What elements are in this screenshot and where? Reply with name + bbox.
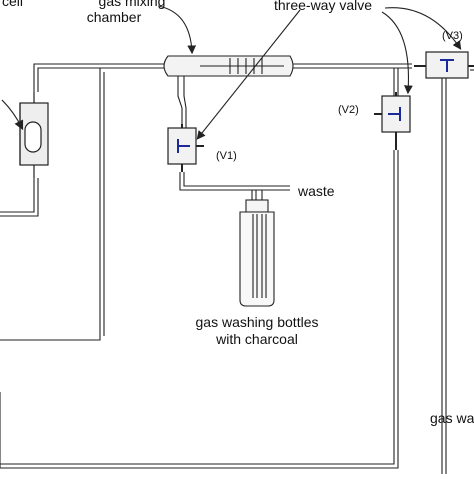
waste-lines: [179, 172, 290, 200]
valve-v3: [414, 51, 474, 79]
gas-mixing-chamber-label-line1: gas mixing: [98, 0, 166, 9]
gas-washing-bottle: [239, 199, 275, 307]
cell-unit: [1, 92, 49, 178]
gas-washing-label-line1: gas washing bottles: [195, 314, 319, 330]
valve-v3-label: (V3): [442, 30, 463, 42]
valve-v1-label: (V1): [216, 150, 237, 162]
cell-label: cell: [2, 0, 24, 9]
valve-v2: [374, 92, 411, 150]
gas-washing-label-line2: with charcoal: [216, 331, 298, 347]
gas-mixing-chamber: [163, 55, 294, 128]
gas-mixing-chamber-label-line2: chamber: [86, 9, 142, 25]
gas-lines: [0, 63, 474, 474]
valve-v1: [167, 124, 204, 172]
waste-label: waste: [298, 183, 335, 199]
annotation-arrows: [157, 5, 462, 140]
valve-v2-label: (V2): [338, 104, 359, 116]
three-way-valve-label: three-way valve: [274, 0, 373, 13]
gas-way-label: gas way: [430, 410, 474, 426]
